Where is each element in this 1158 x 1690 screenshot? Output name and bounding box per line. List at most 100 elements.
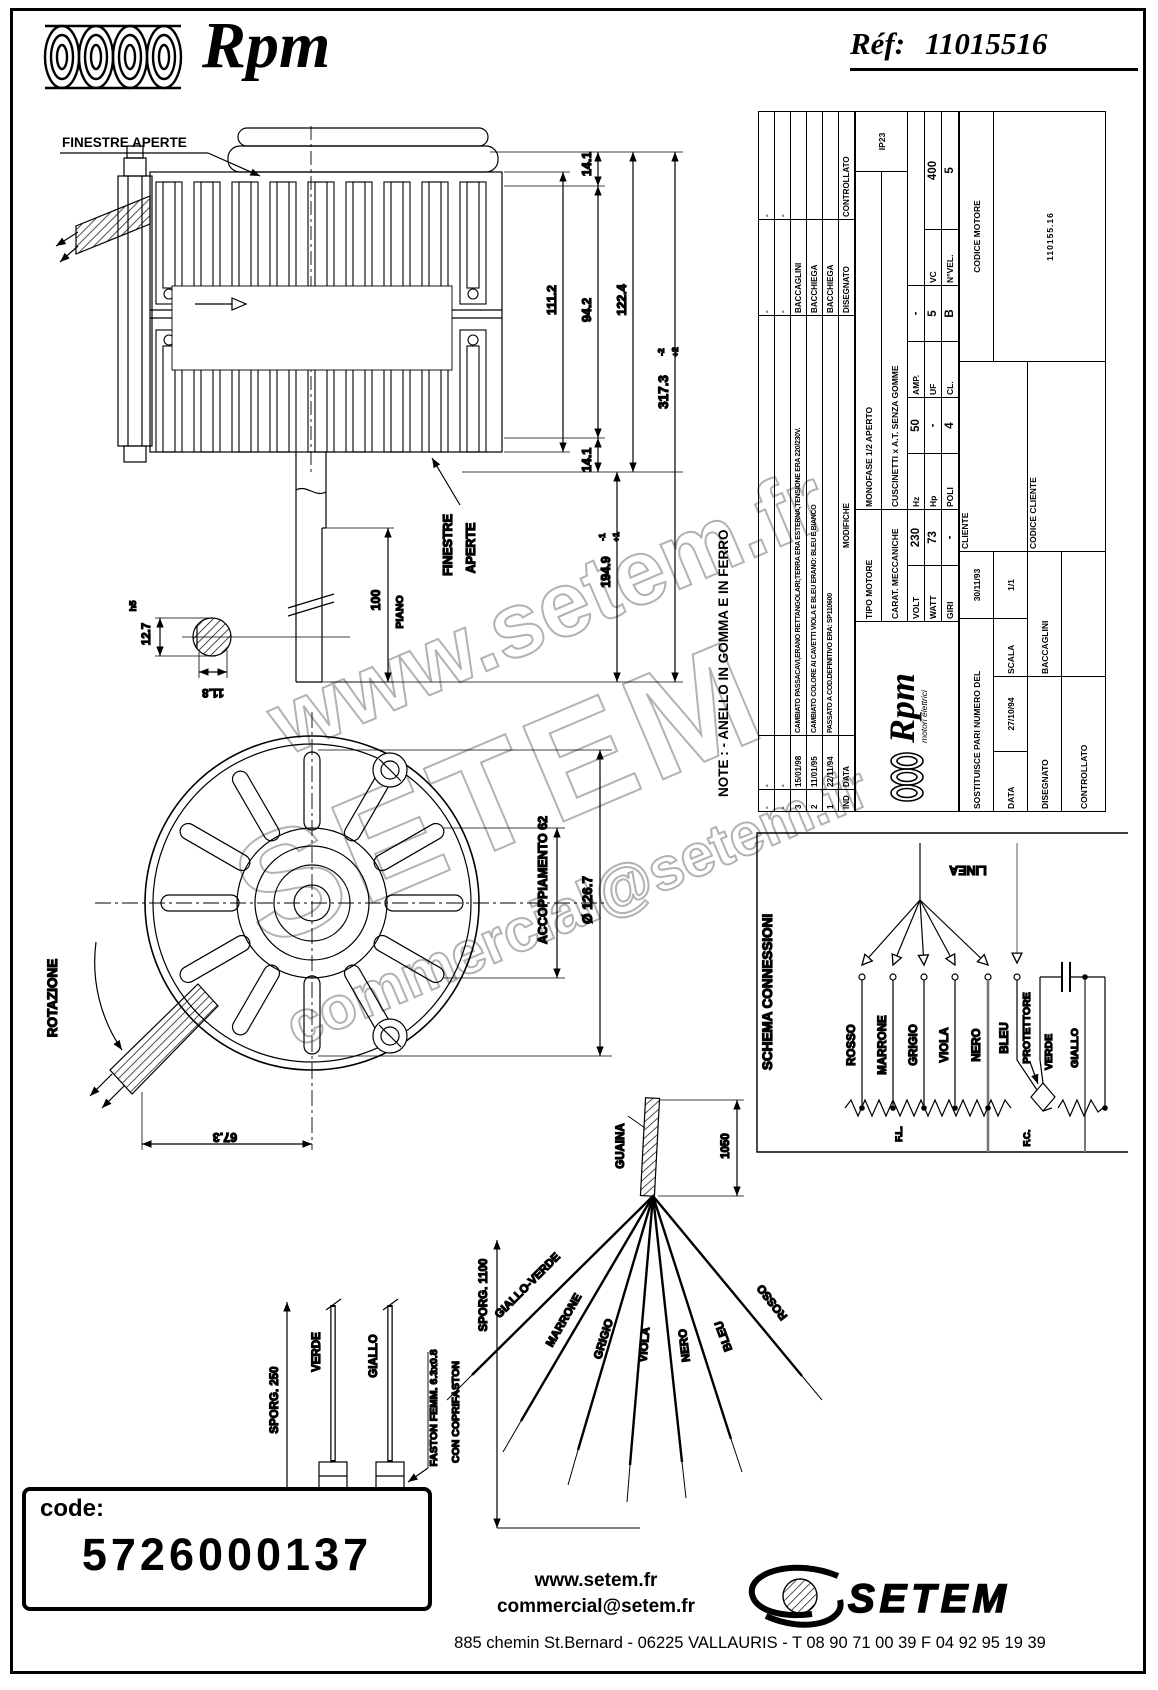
rev-mod	[758, 315, 775, 736]
codice-motore-value: 110155.16	[993, 111, 1106, 362]
side-view: FINESTRE APERTE	[55, 126, 683, 699]
cl-value: B	[941, 285, 959, 342]
coprifaston-label: CON COPRIFASTON	[450, 1361, 462, 1463]
amp-label: AMP.	[907, 341, 925, 398]
dim-194-tol-minus: -1	[597, 533, 607, 541]
faston-label: FASTON FEMM. 6.3x0.8	[428, 1349, 440, 1466]
dim-100: 100	[369, 590, 383, 611]
dim-11-8: 11.8	[202, 686, 224, 698]
rev-con	[806, 111, 823, 220]
aperte-label-2: APERTE	[464, 523, 478, 574]
carat-value: CUSCINETTI x A.T. SENZA GOMME	[881, 171, 908, 510]
rev-date: 11/01/95	[806, 735, 823, 790]
protettore-label: PROTETTORE	[1021, 992, 1033, 1064]
table-row: ----	[758, 111, 775, 812]
ref-label: Réf:	[850, 26, 906, 61]
dim-1050: 1050	[720, 1133, 732, 1159]
finestre-label-2: FINESTRE	[441, 514, 455, 576]
finestre-aperte-label: FINESTRE APERTE	[62, 135, 187, 150]
rev-dis: BACCHIEGA	[806, 219, 823, 316]
fan-label-grigio: GRIGIO	[592, 1317, 616, 1360]
tipo-motore-value: MONOFASE 1/2 APERTO	[855, 171, 882, 510]
rev-con	[790, 111, 807, 220]
dim-194-9: 194.9	[599, 556, 613, 587]
dim-h5: h5	[128, 600, 139, 612]
sporg-1100-label: SPORG. 1100	[478, 1259, 490, 1332]
table-row: SOSTITUISCE PARI NUMERO DEL 30/11/93 CLI…	[959, 111, 1028, 812]
screw-boss-top	[372, 752, 408, 788]
giri-value: -	[941, 509, 959, 566]
disegnato-label: DISEGNATO	[1027, 676, 1062, 812]
rotazione-label: ROTAZIONE	[45, 959, 60, 1038]
cable-drawings: VERDE GIALLO SPORG. 250 FASTON FEMM. 6.3…	[268, 1097, 823, 1529]
wire-label-rosso: ROSSO	[846, 1024, 858, 1066]
title-block-brand: Rpm	[882, 672, 922, 743]
wire-label-marrone: MARRONE	[877, 1015, 889, 1075]
poli-label: POLI	[941, 453, 959, 510]
rev-date: -	[758, 735, 775, 790]
codice-motore-label: CODICE MOTORE	[959, 111, 994, 362]
rev-dis: -	[758, 219, 775, 316]
poli-value: 4	[941, 397, 959, 454]
watt-label: WATT	[924, 565, 942, 622]
fan-label-marrone: MARRONE	[544, 1291, 584, 1349]
fan-label-giallo-verde: GIALLO-VERDE	[493, 1251, 563, 1321]
hp-label: Hp	[924, 453, 942, 510]
sheet-border	[10, 8, 1146, 1674]
wire-label-viola: VIOLA	[939, 1027, 951, 1062]
tipo-motore-label: TIPO MOTORE	[855, 509, 882, 622]
sostituisce-label: SOSTITUISCE PARI NUMERO DEL	[959, 618, 994, 812]
sostituisce-date: 30/11/93	[959, 551, 994, 619]
title-info-table: SOSTITUISCE PARI NUMERO DEL 30/11/93 CLI…	[959, 111, 1106, 812]
verde-wire-label: VERDE	[311, 1332, 323, 1372]
uf-value: 5	[924, 285, 942, 342]
label-piano: PIANO	[394, 595, 406, 628]
rev-ind: 2	[806, 789, 823, 812]
schema-connessioni: SCHEMA CONNESSIONI LINEA ROSSO MARRONE G…	[756, 832, 1128, 1153]
giallo-wire-label: GIALLO	[368, 1334, 380, 1377]
scala-label: SCALA	[993, 618, 1028, 677]
nvel-value: 5	[941, 111, 959, 230]
dim-94-2: 94.2	[580, 298, 594, 322]
footer-email: commercial@setem.fr	[496, 1596, 696, 1617]
code-label: code:	[40, 1495, 105, 1522]
controllato-value	[1061, 551, 1106, 677]
rev-date: 22/11/94	[822, 735, 839, 790]
hz-value: 50	[907, 397, 925, 454]
cl-label: CL.	[941, 341, 959, 398]
dim-111-2: 111.2	[545, 285, 559, 315]
ip-rating: IP23	[855, 111, 908, 172]
rev-mod: CAMBIATO PASSACAVI,ERANO RETTANGOLARI;TE…	[790, 315, 807, 736]
rev-ind: 1	[822, 789, 839, 812]
giri-label: GIRI	[941, 565, 959, 622]
watt-value: 73	[924, 509, 942, 566]
dim-122-4: 122.4	[615, 284, 629, 315]
uf-label: UF	[924, 341, 942, 398]
setem-logo-text: SETEM	[848, 1577, 1011, 1621]
rpm-brand-text: Rpm	[202, 9, 331, 82]
wire-label-nero: NERO	[971, 1028, 983, 1061]
rev-dis: BACCAGLINI	[790, 219, 807, 316]
dim-14-1-top: 14.1	[580, 152, 594, 176]
rev-header-date: DATA	[838, 735, 855, 790]
screw-boss-bottom	[372, 1018, 408, 1054]
spec-table: Rpm motori elettrici TIPO MOTORE MONOFAS…	[855, 111, 959, 812]
dim-317-tol-minus: -2	[656, 348, 666, 356]
fan-label-rosso: ROSSO	[755, 1282, 790, 1322]
rev-mod: CAMBIATO COLORE AI CAVETTI VIOLA E BLEU …	[806, 315, 823, 736]
verde-label: VERDE	[1043, 1034, 1055, 1070]
cliente-cell: CLIENTE	[959, 361, 1028, 552]
code-box: code: 5726000137	[22, 1487, 432, 1611]
data-value: 27/10/94	[993, 676, 1028, 752]
reference-box: Réf: 11015516	[850, 26, 1138, 71]
fl-label: F.L.	[894, 1126, 905, 1142]
code-value: 5726000137	[81, 1529, 373, 1580]
sporg-250-label: SPORG. 250	[269, 1366, 281, 1433]
rev-dis: -	[774, 219, 791, 316]
dim-12-7: 12.7	[141, 623, 153, 645]
